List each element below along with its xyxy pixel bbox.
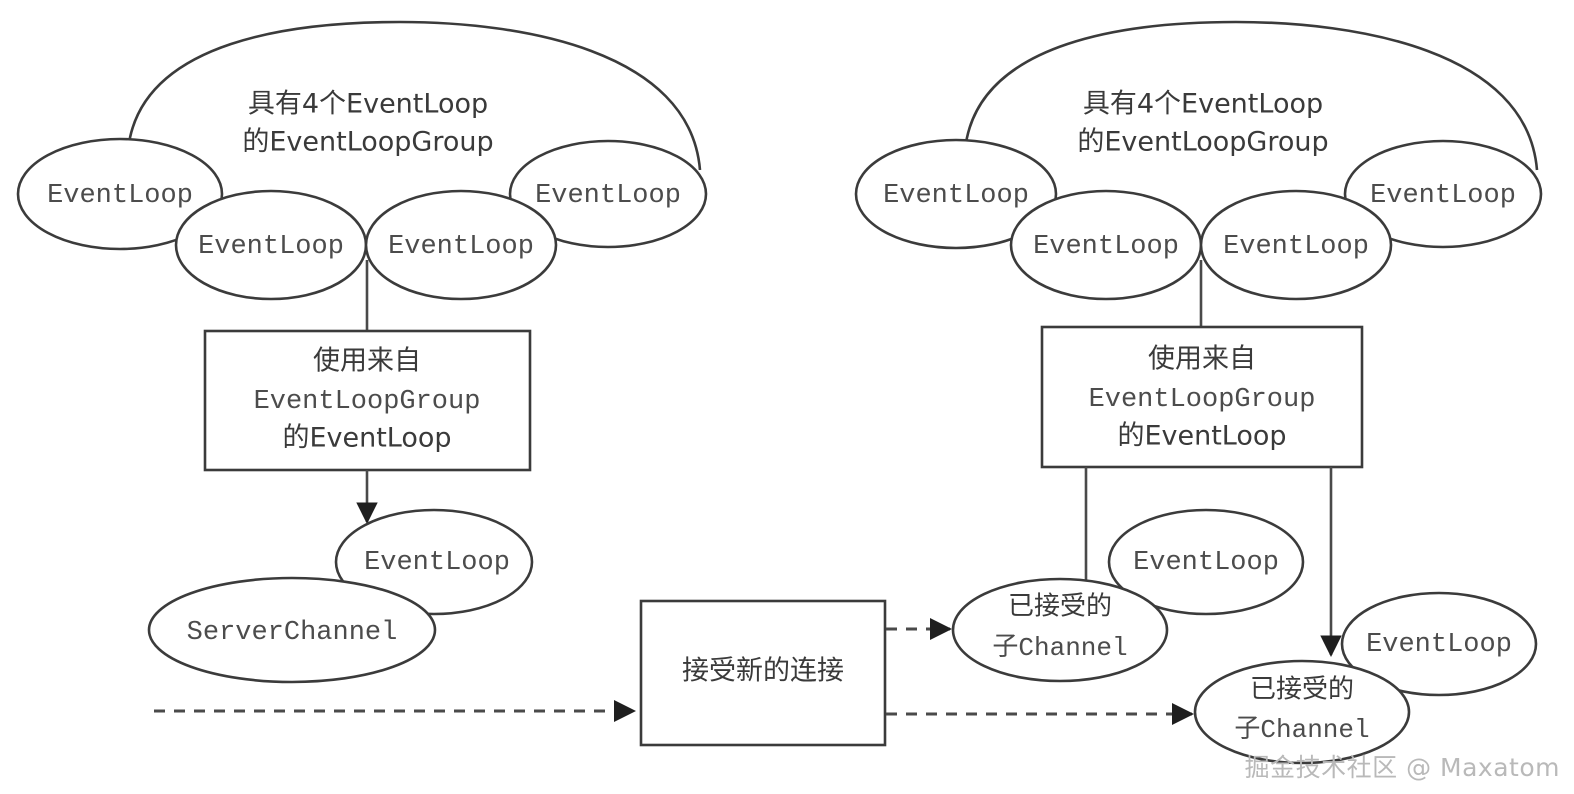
worker-assigned-loop-2-ellipse[interactable] [1340,591,1538,697]
child-channel-1-ellipse[interactable] [951,577,1169,683]
worker-assigned-loop-1-label: EventLoop [1133,548,1279,578]
boss-loop-3-ellipse[interactable] [364,189,558,301]
worker-cloud-arc [963,20,1539,171]
worker-box[interactable] [1040,325,1364,469]
boss-box[interactable] [203,329,532,472]
boss-loop-1-ellipse[interactable] [16,137,224,251]
child-channel-2-line2: 子Channel [1234,715,1369,745]
child-channel-2-line1: 已接受的 [1250,675,1354,705]
worker-cloud-label-line2: 的EventLoopGroup [1077,127,1328,158]
worker-event-loop-group: EventLoop EventLoop EventLoop EventLoop … [854,20,1543,765]
worker-loop-1-ellipse[interactable] [854,138,1058,250]
boss-box-line3: 的EventLoop [282,423,451,454]
worker-loop-3-ellipse[interactable] [1199,189,1393,301]
boss-loop-4-label: EventLoop [535,181,681,211]
worker-loop-4-label: EventLoop [1370,181,1516,211]
boss-cloud-label-line2: 的EventLoopGroup [242,127,493,158]
child-channel-2-ellipse[interactable] [1193,659,1411,765]
boss-event-loop-group: EventLoop EventLoop EventLoop EventLoop … [16,20,708,684]
server-channel-ellipse[interactable] [147,576,437,684]
boss-box-line1: 使用来自 [313,346,421,377]
accept-flow: 接受新的连接 [154,599,1194,747]
boss-loop-3-label: EventLoop [388,232,534,262]
worker-box-line3: 的EventLoop [1117,421,1286,452]
worker-loop-2-label: EventLoop [1033,232,1179,262]
boss-assigned-loop-ellipse[interactable] [334,508,534,616]
worker-loop-1-label: EventLoop [883,181,1029,211]
boss-cloud-arc [126,20,702,171]
boss-box-line2: EventLoopGroup [254,387,481,417]
worker-assigned-loop-1-ellipse[interactable] [1107,508,1305,616]
worker-box-line2: EventLoopGroup [1089,385,1316,415]
worker-box-line1: 使用来自 [1148,344,1256,375]
child-channel-1-line1: 已接受的 [1008,592,1112,622]
worker-loop-4-ellipse[interactable] [1343,139,1543,249]
accept-new-connection-label: 接受新的连接 [682,656,844,687]
boss-loop-1-label: EventLoop [47,181,193,211]
boss-assigned-loop-label: EventLoop [364,548,510,578]
boss-cloud-label-line1: 具有4个EventLoop [248,89,488,120]
accept-new-connection-box[interactable] [639,599,887,747]
boss-loop-4-ellipse[interactable] [508,139,708,249]
child-channel-1-line2: 子Channel [992,633,1127,663]
worker-assigned-loop-2-label: EventLoop [1366,630,1512,660]
worker-cloud-label-line1: 具有4个EventLoop [1083,89,1323,120]
worker-loop-3-label: EventLoop [1223,232,1369,262]
server-channel-label: ServerChannel [187,618,398,648]
boss-loop-2-label: EventLoop [198,232,344,262]
